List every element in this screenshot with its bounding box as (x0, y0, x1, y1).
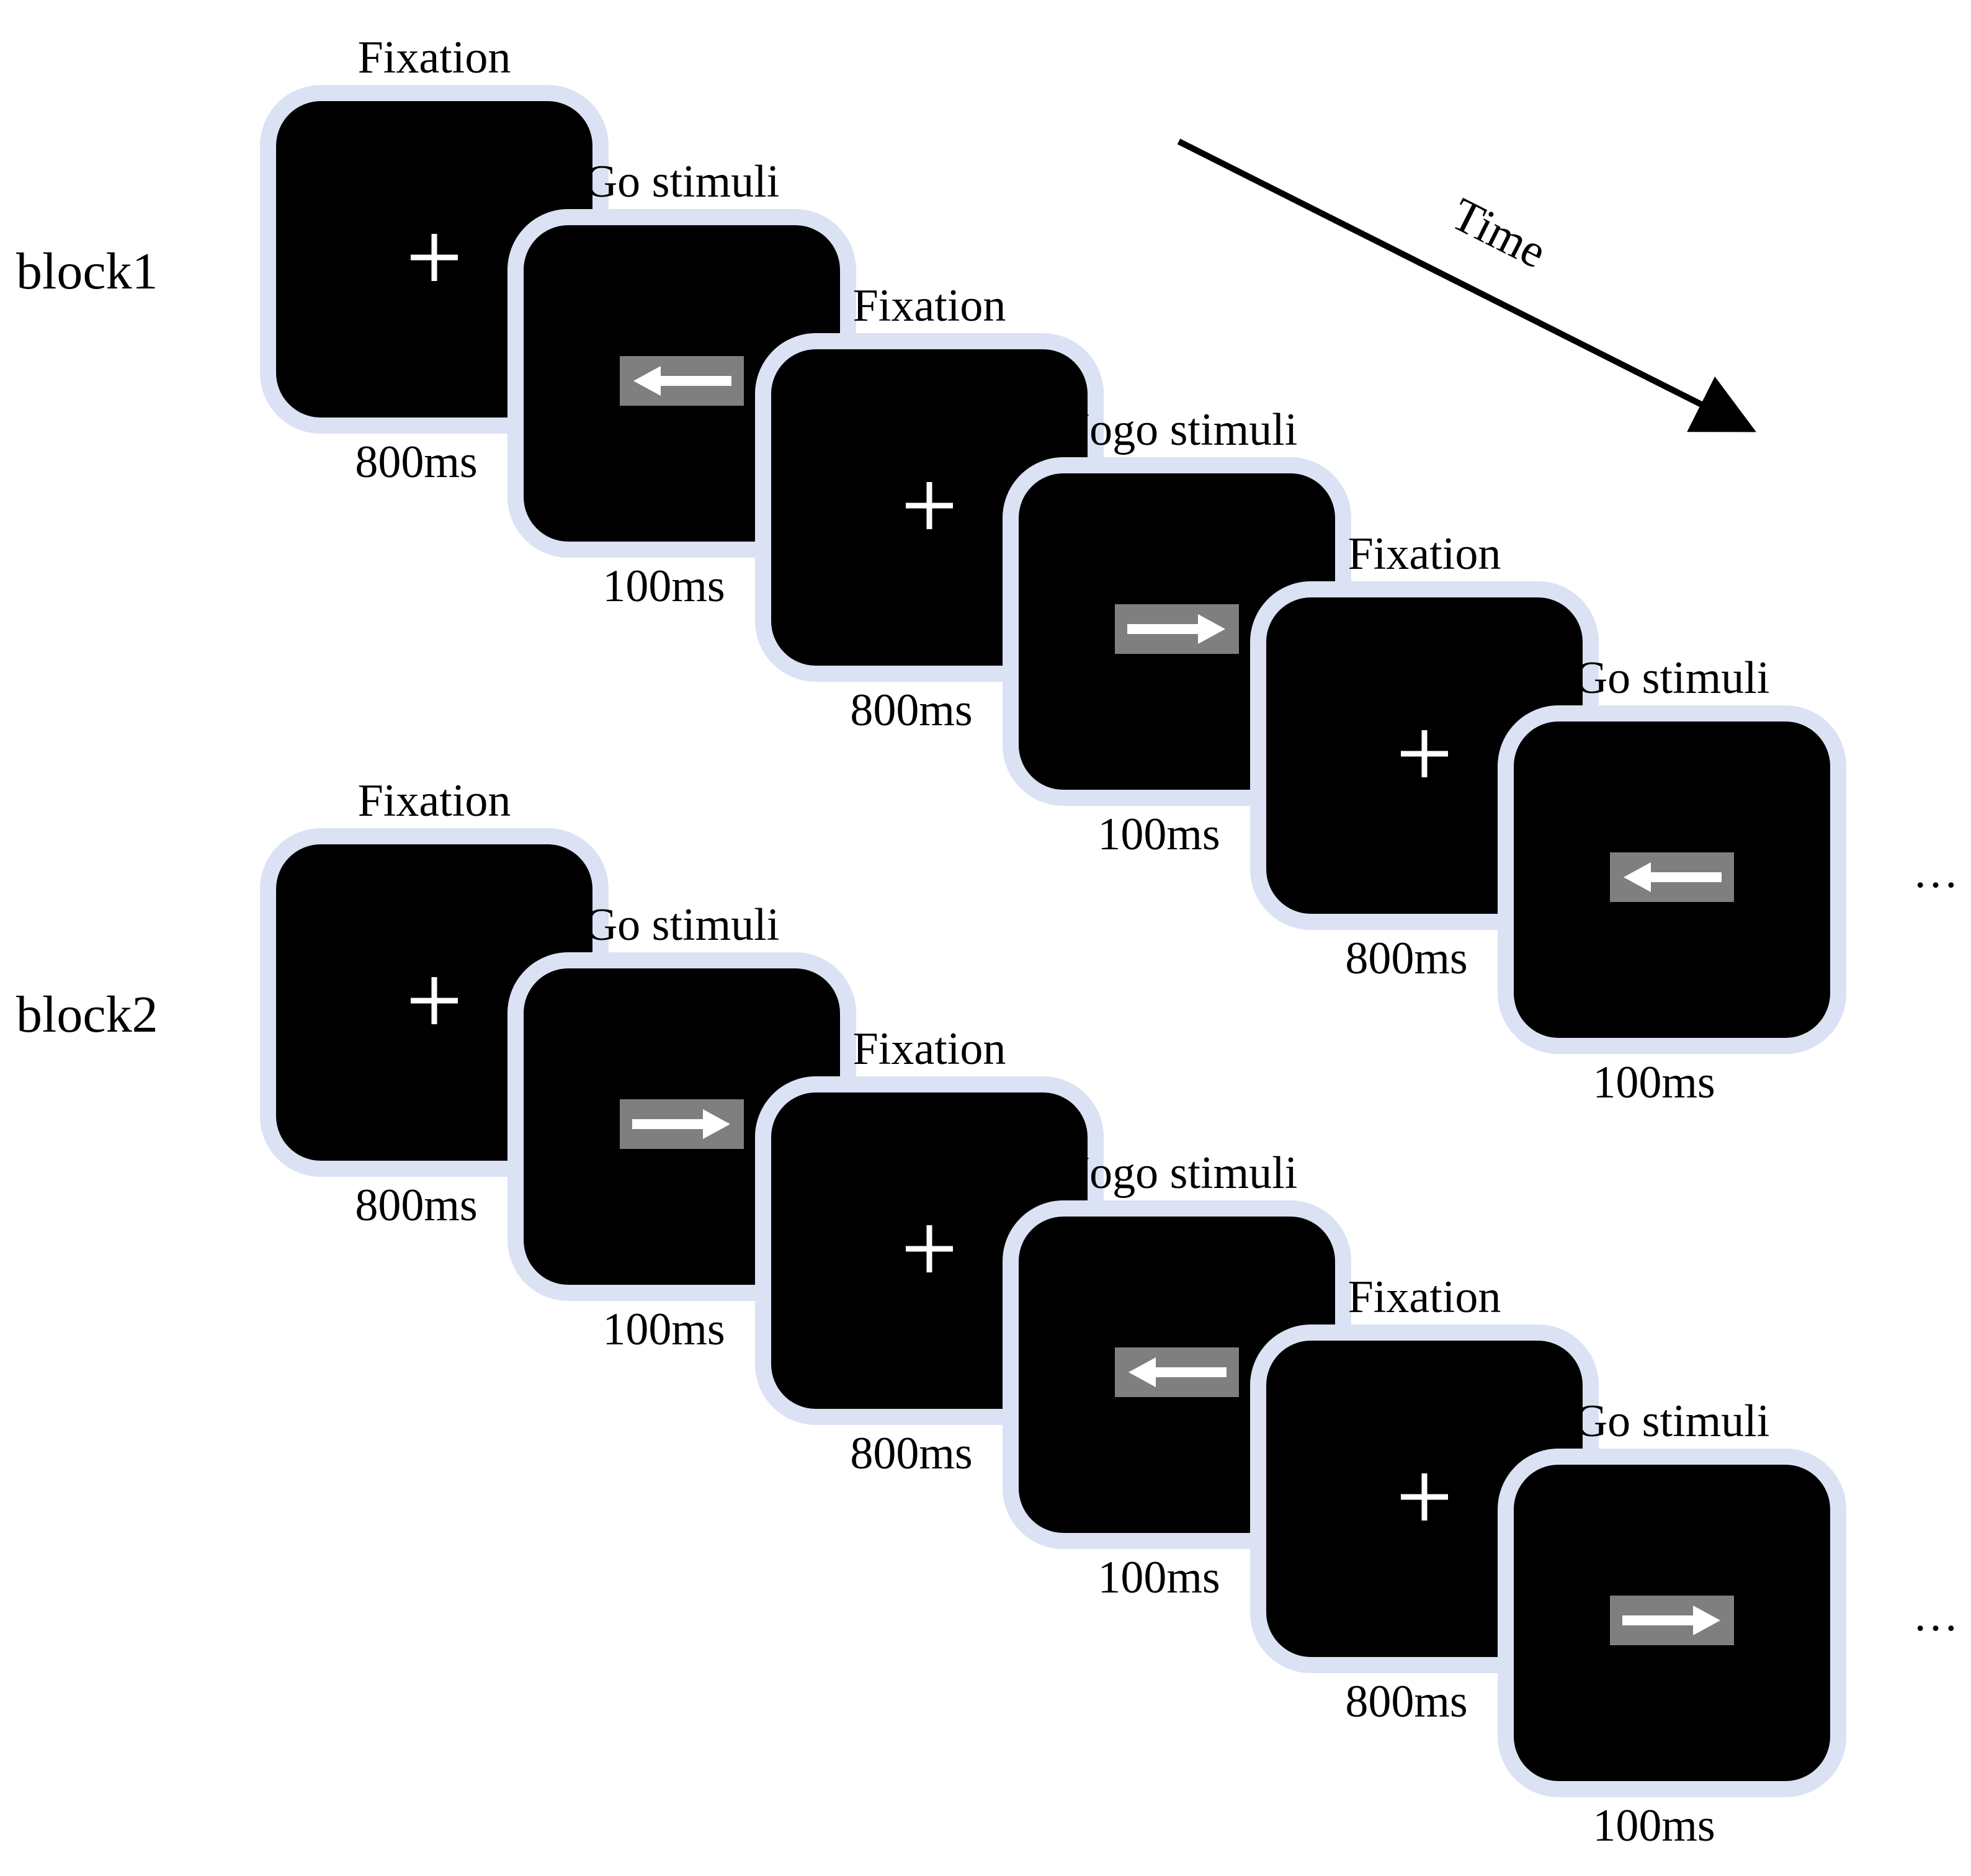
trial-title: Fixation (853, 280, 1006, 331)
arrow-shaft (632, 1119, 704, 1129)
trial-duration: 800ms (1345, 933, 1467, 984)
trial-duration: 800ms (850, 685, 972, 736)
trial-duration: 800ms (355, 1180, 477, 1231)
trial-duration: 100ms (602, 1304, 725, 1355)
trial-title: Go stimuli (584, 900, 780, 950)
arrow-head (633, 366, 661, 396)
trial-duration: 800ms (850, 1428, 972, 1479)
arrow-shaft (1650, 872, 1722, 882)
time-arrow-group: Time (1177, 138, 1756, 432)
trial-title: Nogo stimuli (1057, 1148, 1298, 1199)
fixation-cross-icon (906, 482, 953, 529)
trial-duration: 100ms (602, 561, 725, 612)
arrow-head (1624, 862, 1651, 892)
trial-duration: 100ms (1593, 1800, 1715, 1851)
trial-duration: 100ms (1097, 809, 1220, 860)
arrow-left-icon (620, 356, 744, 406)
arrow-head (1693, 1606, 1720, 1635)
time-label: Time (1444, 188, 1555, 279)
trial-title: Fixation (1348, 1272, 1501, 1323)
trial-title: Fixation (358, 775, 511, 826)
arrow-right-icon (1610, 1596, 1734, 1645)
arrow-head (703, 1109, 730, 1139)
continuation-ellipsis: … (1913, 1590, 1959, 1641)
fixation-cross-icon (411, 977, 458, 1024)
trial-title: Fixation (853, 1024, 1006, 1074)
trial-duration: 800ms (1345, 1676, 1467, 1727)
trial-title: Go stimuli (1575, 1396, 1770, 1447)
trial-screen: Go stimuli 100ms (1498, 1396, 1846, 1851)
arrow-shaft (1622, 1615, 1694, 1625)
trial-duration: 800ms (355, 437, 477, 488)
fixation-cross-icon (906, 1225, 953, 1272)
trial-title: Fixation (1348, 529, 1501, 579)
arrow-left-icon (1610, 852, 1734, 902)
arrow-shaft (659, 376, 731, 386)
arrow-right-icon (1115, 604, 1239, 654)
trial-title: Go stimuli (1575, 653, 1770, 704)
trial-duration: 100ms (1097, 1552, 1220, 1603)
arrow-left-icon (1115, 1347, 1239, 1397)
block-label: block1 (16, 243, 158, 300)
trial-screen: Go stimuli 100ms (1498, 653, 1846, 1108)
fixation-cross-icon (1401, 1473, 1448, 1521)
arrow-shaft (1155, 1367, 1227, 1377)
block-label: block2 (16, 986, 158, 1043)
trial-duration: 100ms (1593, 1057, 1715, 1108)
time-arrow (1177, 138, 1756, 432)
trial-title: Nogo stimuli (1057, 404, 1298, 455)
arrow-right-icon (620, 1099, 744, 1149)
fixation-cross-icon (411, 234, 458, 281)
trial-title: Fixation (358, 32, 511, 83)
fixation-cross-icon (1401, 730, 1448, 777)
continuation-ellipsis: … (1913, 847, 1959, 898)
arrow-shaft (1127, 624, 1199, 634)
trial-title: Go stimuli (584, 156, 780, 207)
arrow-head (1198, 614, 1225, 644)
arrow-head (1129, 1357, 1156, 1387)
